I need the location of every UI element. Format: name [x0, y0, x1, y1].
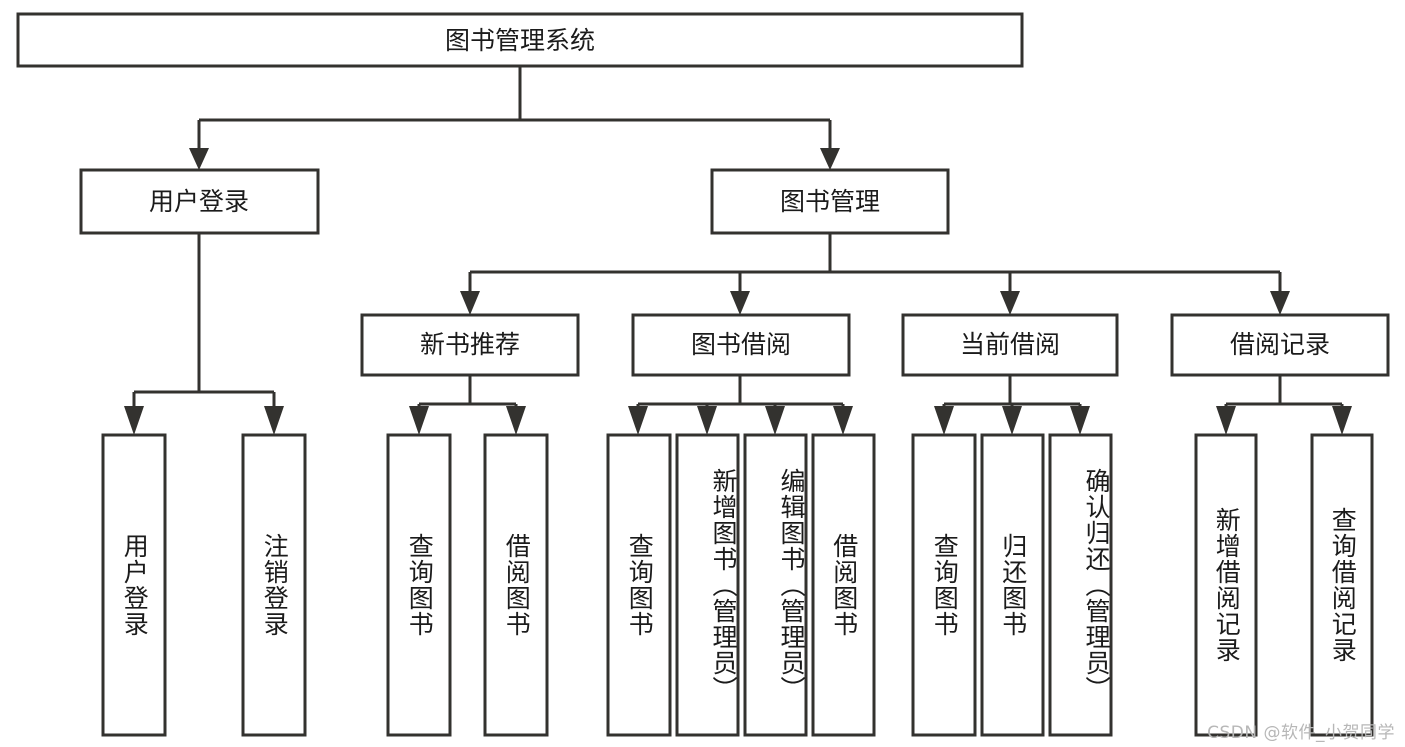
- node-leaf-user-login[interactable]: 用户登录: [101, 433, 167, 737]
- node-book-management-label: 图书管理: [780, 187, 880, 216]
- node-leaf-query-book-1[interactable]: 查询图书: [386, 433, 452, 737]
- node-new-book-recommend[interactable]: 新书推荐: [360, 313, 580, 377]
- node-user-login-label: 用户登录: [149, 187, 249, 216]
- arrowhead-current-borrow: [1000, 291, 1020, 315]
- arrowhead-leaf-query-book-1: [409, 406, 429, 435]
- node-leaf-add-borrow-record[interactable]: 新增借阅记录: [1194, 433, 1258, 737]
- node-leaf-add-book-admin-label: 新增图书（管理员）: [709, 468, 738, 702]
- node-leaf-query-book-2-textwrap: 查询图书: [625, 533, 655, 637]
- arrowhead-book-management: [820, 148, 840, 170]
- node-leaf-query-book-2-box[interactable]: [606, 433, 672, 737]
- node-leaf-user-logout-textwrap: 注销登录: [260, 533, 290, 637]
- node-leaf-return-book-textwrap: 归还图书: [998, 533, 1028, 637]
- node-leaf-confirm-return-admin-box[interactable]: [1048, 433, 1113, 737]
- arrowhead-book-borrow: [730, 291, 750, 315]
- node-leaf-confirm-return-admin-textwrap: 确认归还（管理员）: [1082, 468, 1111, 702]
- node-leaf-user-login-box[interactable]: [101, 433, 167, 737]
- node-leaf-confirm-return-admin[interactable]: 确认归还（管理员）: [1048, 433, 1113, 737]
- node-borrow-record-label: 借阅记录: [1230, 330, 1330, 359]
- arrowhead-leaf-borrow-book-1: [506, 406, 526, 435]
- node-leaf-user-login-label: 用户登录: [120, 533, 150, 637]
- node-borrow-record-box[interactable]: [1170, 313, 1390, 377]
- node-user-login[interactable]: 用户登录: [79, 168, 320, 235]
- node-leaf-query-borrow-record-label: 查询借阅记录: [1328, 507, 1358, 663]
- arrowhead-borrow-record: [1270, 291, 1290, 315]
- node-leaf-edit-book-admin-box[interactable]: [743, 433, 808, 737]
- node-leaf-query-borrow-record-box[interactable]: [1310, 433, 1374, 737]
- node-leaf-borrow-book-1-textwrap: 借阅图书: [502, 533, 532, 637]
- node-leaf-borrow-book-2[interactable]: 借阅图书: [811, 433, 876, 737]
- node-root-box[interactable]: [16, 12, 1024, 68]
- node-leaf-query-book-2-label: 查询图书: [625, 533, 655, 637]
- node-new-book-recommend-label: 新书推荐: [420, 330, 520, 359]
- node-leaf-confirm-return-admin-label: 确认归还（管理员）: [1082, 468, 1111, 702]
- node-leaf-user-logout[interactable]: 注销登录: [241, 433, 307, 737]
- node-leaf-return-book[interactable]: 归还图书: [980, 433, 1045, 737]
- arrowhead-leaf-query-borrow-record: [1332, 406, 1352, 435]
- node-leaf-query-book-1-textwrap: 查询图书: [405, 533, 435, 637]
- node-leaf-add-borrow-record-box[interactable]: [1194, 433, 1258, 737]
- node-leaf-add-book-admin-box[interactable]: [675, 433, 740, 737]
- node-leaf-user-logout-box[interactable]: [241, 433, 307, 737]
- node-book-borrow-box[interactable]: [631, 313, 851, 377]
- arrowhead-leaf-query-book-3: [934, 406, 954, 435]
- node-leaf-query-borrow-record-textwrap: 查询借阅记录: [1328, 507, 1358, 663]
- node-leaf-query-book-3[interactable]: 查询图书: [911, 433, 977, 737]
- node-leaf-query-book-2[interactable]: 查询图书: [606, 433, 672, 737]
- node-leaf-user-login-textwrap: 用户登录: [120, 533, 150, 637]
- arrowhead-leaf-borrow-book-2: [833, 406, 853, 435]
- node-leaf-query-borrow-record[interactable]: 查询借阅记录: [1310, 433, 1374, 737]
- node-root[interactable]: 图书管理系统: [16, 12, 1024, 68]
- node-root-label: 图书管理系统: [445, 26, 595, 55]
- connector-lines: [124, 66, 1352, 435]
- node-leaf-return-book-box[interactable]: [980, 433, 1045, 737]
- arrowhead-leaf-user-logout: [264, 406, 284, 435]
- node-leaf-edit-book-admin-label: 编辑图书（管理员）: [777, 468, 806, 702]
- node-leaf-add-borrow-record-label: 新增借阅记录: [1212, 507, 1242, 663]
- node-borrow-record[interactable]: 借阅记录: [1170, 313, 1390, 377]
- node-leaf-borrow-book-1-box[interactable]: [483, 433, 549, 737]
- arrowhead-leaf-user-login: [124, 406, 144, 435]
- node-leaf-add-book-admin[interactable]: 新增图书（管理员）: [675, 433, 740, 737]
- arrowhead-leaf-edit-book-admin: [765, 406, 785, 435]
- node-current-borrow-box[interactable]: [901, 313, 1119, 377]
- node-user-login-box[interactable]: [79, 168, 320, 235]
- node-book-management[interactable]: 图书管理: [710, 168, 950, 235]
- node-current-borrow[interactable]: 当前借阅: [901, 313, 1119, 377]
- node-leaf-borrow-book-1-label: 借阅图书: [502, 533, 532, 637]
- node-leaf-query-book-3-label: 查询图书: [930, 533, 960, 637]
- arrowhead-leaf-add-borrow-record: [1216, 406, 1236, 435]
- csdn-watermark: CSDN @软件_小贺同学: [1207, 723, 1395, 743]
- arrowhead-leaf-query-book-2: [628, 406, 648, 435]
- arrowhead-leaf-confirm-return-admin: [1070, 406, 1090, 435]
- node-new-book-recommend-box[interactable]: [360, 313, 580, 377]
- node-leaf-query-book-3-box[interactable]: [911, 433, 977, 737]
- node-leaf-borrow-book-2-label: 借阅图书: [829, 533, 859, 637]
- arrowhead-leaf-add-book-admin: [697, 406, 717, 435]
- node-book-borrow-label: 图书借阅: [691, 330, 791, 359]
- node-leaf-query-book-3-textwrap: 查询图书: [930, 533, 960, 637]
- node-leaf-borrow-book-2-textwrap: 借阅图书: [829, 533, 859, 637]
- node-current-borrow-label: 当前借阅: [960, 330, 1060, 359]
- node-leaf-borrow-book-2-box[interactable]: [811, 433, 876, 737]
- node-leaf-query-book-1-label: 查询图书: [405, 533, 435, 637]
- node-leaf-user-logout-label: 注销登录: [260, 533, 290, 637]
- node-leaf-edit-book-admin-textwrap: 编辑图书（管理员）: [777, 468, 806, 702]
- arrowhead-new-book-recommend: [460, 291, 480, 315]
- node-leaf-add-book-admin-textwrap: 新增图书（管理员）: [709, 468, 738, 702]
- node-book-management-box[interactable]: [710, 168, 950, 235]
- arrowhead-user-login: [189, 148, 209, 170]
- node-book-borrow[interactable]: 图书借阅: [631, 313, 851, 377]
- node-leaf-edit-book-admin[interactable]: 编辑图书（管理员）: [743, 433, 808, 737]
- node-leaf-query-book-1-box[interactable]: [386, 433, 452, 737]
- node-leaf-add-borrow-record-textwrap: 新增借阅记录: [1212, 507, 1242, 663]
- arrowhead-leaf-return-book: [1002, 406, 1022, 435]
- node-leaf-return-book-label: 归还图书: [998, 533, 1028, 637]
- node-leaf-borrow-book-1[interactable]: 借阅图书: [483, 433, 549, 737]
